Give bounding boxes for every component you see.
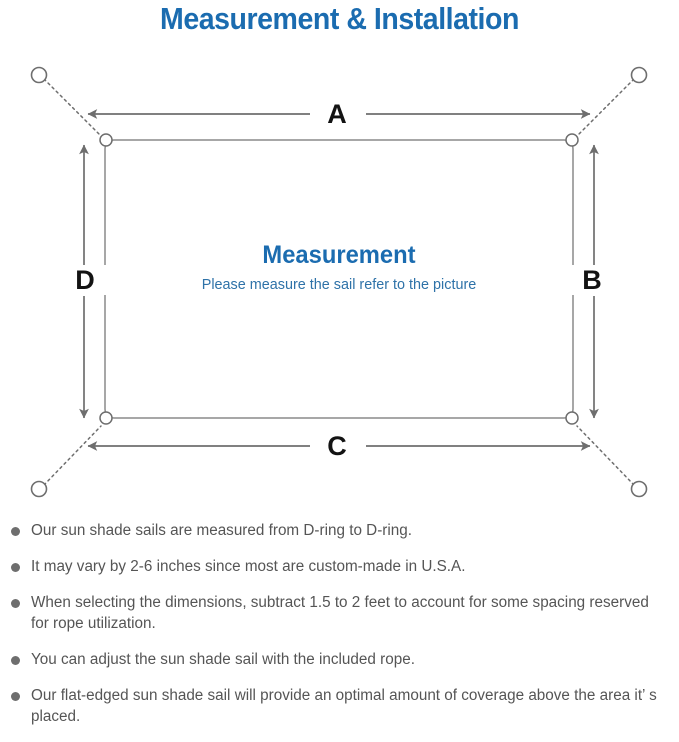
note-text: You can adjust the sun shade sail with t… xyxy=(31,651,415,668)
bullet-icon xyxy=(11,527,20,536)
dimension-label-c: C xyxy=(310,431,364,461)
note-text: It may vary by 2-6 inches since most are… xyxy=(31,558,466,575)
measurement-diagram: Measurement Please measure the sail refe… xyxy=(0,44,679,514)
sail-rectangle xyxy=(104,139,574,419)
dimension-arrows xyxy=(79,109,599,451)
connector-bottom-right xyxy=(576,425,635,486)
anchor-points xyxy=(30,66,648,498)
anchor-top-left-icon xyxy=(30,66,48,84)
dimension-label-b: B xyxy=(566,265,618,295)
note-text: When selecting the dimensions, subtract … xyxy=(31,594,649,632)
list-item: When selecting the dimensions, subtract … xyxy=(0,592,679,634)
list-item: Our flat-edged sun shade sail will provi… xyxy=(0,685,679,727)
bullet-icon xyxy=(11,599,20,608)
bullet-icon xyxy=(11,692,20,701)
list-item: Our sun shade sails are measured from D-… xyxy=(0,520,679,541)
anchor-top-right-icon xyxy=(630,66,648,84)
notes-list: Our sun shade sails are measured from D-… xyxy=(0,520,679,742)
bullet-icon xyxy=(11,656,20,665)
note-text: Our flat-edged sun shade sail will provi… xyxy=(31,687,657,725)
dimension-label-a: A xyxy=(310,99,364,129)
d-ring-bottom-right-icon xyxy=(565,411,579,425)
d-rings xyxy=(99,133,579,425)
dimension-label-d: D xyxy=(59,265,111,295)
d-ring-bottom-left-icon xyxy=(99,411,113,425)
connector-bottom-left xyxy=(43,425,102,486)
anchor-connectors xyxy=(43,78,635,486)
connector-top-left xyxy=(43,78,102,137)
d-ring-top-right-icon xyxy=(565,133,579,147)
anchor-bottom-left-icon xyxy=(30,480,48,498)
bullet-icon xyxy=(11,563,20,572)
page-title: Measurement & Installation xyxy=(160,1,519,36)
connector-top-right xyxy=(576,78,635,137)
d-ring-top-left-icon xyxy=(99,133,113,147)
anchor-bottom-right-icon xyxy=(630,480,648,498)
diagram-svg xyxy=(30,66,648,498)
list-item: It may vary by 2-6 inches since most are… xyxy=(0,556,679,577)
list-item: You can adjust the sun shade sail with t… xyxy=(0,649,679,670)
note-text: Our sun shade sails are measured from D-… xyxy=(31,522,412,539)
